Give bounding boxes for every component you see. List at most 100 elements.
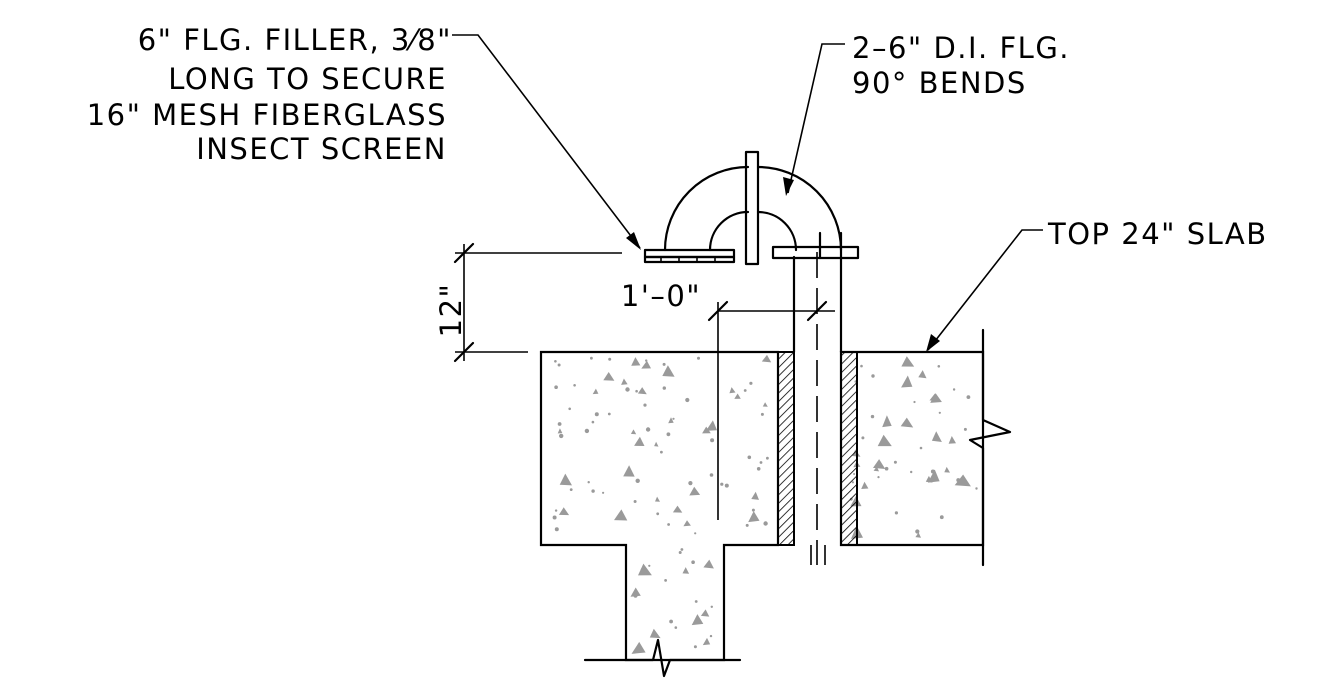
- aggregate-speck: [729, 387, 736, 394]
- aggregate-speck: [925, 475, 933, 483]
- aggregate-speck: [751, 508, 755, 512]
- callout-filler-line4: INSECT SCREEN: [196, 132, 447, 166]
- aggregate-speck: [948, 436, 956, 444]
- aggregate-speck: [694, 600, 698, 603]
- aggregate-speck: [761, 354, 772, 363]
- aggregate-speck: [930, 469, 935, 474]
- aggregate-speck: [666, 432, 671, 437]
- aggregate-speck: [691, 560, 695, 564]
- aggregate-speck: [655, 496, 660, 502]
- aggregate-speck: [557, 422, 562, 426]
- aggregate-speck: [635, 478, 640, 483]
- aggregate-speck: [747, 455, 752, 460]
- callout-filler-fraction: 3⁄8: [391, 23, 437, 57]
- aggregate-speck: [705, 420, 717, 431]
- leader-slab: [926, 229, 1043, 352]
- aggregate-speck: [963, 427, 967, 431]
- aggregate-speck: [901, 356, 915, 367]
- aggregate-speck: [654, 441, 659, 447]
- aggregate-speck: [554, 527, 559, 532]
- leader-filler: [452, 34, 641, 250]
- aggregate-speck: [929, 393, 941, 402]
- aggregate-speck: [683, 520, 691, 527]
- aggregate-speck: [573, 384, 576, 387]
- aggregate-speck: [689, 486, 701, 496]
- aggregate-speck: [621, 378, 628, 385]
- aggregate-speck: [667, 523, 670, 526]
- aggregate-speck: [557, 428, 563, 434]
- aggregate-speck: [672, 417, 675, 420]
- aggregate-speck: [559, 433, 564, 439]
- aggregate-speck: [919, 446, 923, 450]
- aggregate-speck: [641, 360, 651, 369]
- aggregate-speck: [656, 512, 660, 516]
- aggregate-speck: [749, 381, 753, 385]
- aggregate-speck: [584, 428, 590, 434]
- aggregate-speck: [700, 609, 710, 617]
- aggregate-speck: [603, 372, 615, 381]
- aggregate-speck: [674, 626, 678, 629]
- dimension-12in: [453, 242, 622, 363]
- aggregate-speck: [590, 356, 593, 360]
- aggregate-speck: [937, 365, 941, 368]
- aggregate-speck: [634, 436, 645, 446]
- aggregate-speck: [635, 389, 638, 393]
- concrete-slab-right: [839, 350, 985, 547]
- aggregate-speck: [734, 393, 741, 399]
- aggregate-speck: [637, 387, 647, 395]
- aggregate-speck: [748, 511, 760, 523]
- aggregate-speck: [623, 465, 635, 477]
- aggregate-speck: [966, 395, 971, 399]
- aggregate-speck: [877, 476, 880, 479]
- aggregate-speck: [591, 489, 595, 493]
- aggregate-speck: [944, 466, 950, 473]
- callout-bends-line1: 2–6" D.I. FLG.: [852, 31, 1070, 65]
- aggregate-speck: [631, 357, 641, 366]
- aggregate-speck: [860, 364, 863, 368]
- aggregate-speck: [893, 460, 897, 464]
- aggregate-speck: [870, 414, 875, 419]
- aggregate-speck: [763, 521, 768, 526]
- aggregate-speck: [680, 548, 684, 551]
- aggregate-speck: [554, 360, 557, 363]
- aggregate-speck: [709, 634, 713, 638]
- aggregate-speck: [691, 614, 704, 626]
- aggregate-speck: [901, 375, 913, 388]
- break-line-right: [968, 328, 1012, 567]
- aggregate-speck: [682, 567, 690, 574]
- aggregate-speck: [873, 459, 886, 469]
- aggregate-speck: [766, 456, 769, 460]
- aggregate-speck: [745, 523, 749, 527]
- sleeve-wall-left: [777, 351, 795, 546]
- break-line-bottom: [583, 638, 742, 678]
- aggregate-speck: [857, 534, 861, 537]
- aggregate-speck: [645, 427, 651, 432]
- aggregate-speck: [672, 505, 683, 513]
- aggregate-speck: [633, 500, 637, 503]
- aggregate-speck: [709, 473, 714, 477]
- aggregate-speck: [662, 386, 666, 390]
- aggregate-speck: [884, 466, 889, 471]
- concrete-slab-left: [539, 350, 780, 662]
- aggregate-speck: [594, 412, 599, 417]
- aggregate-speck: [861, 481, 869, 489]
- callout-filler-inch: ": [437, 23, 452, 57]
- aggregate-speck: [602, 491, 605, 494]
- callout-filler-line2: LONG TO SECURE: [168, 62, 447, 96]
- aggregate-speck: [762, 402, 768, 407]
- callout-filler-line1: 6" FLG. FILLER,: [138, 23, 391, 57]
- aggregate-speck: [724, 483, 729, 488]
- aggregate-speck: [910, 470, 913, 474]
- aggregate-speck: [882, 415, 892, 428]
- aggregate-speck: [592, 388, 599, 395]
- aggregate-speck: [552, 515, 557, 520]
- aggregate-speck: [669, 619, 673, 624]
- aggregate-speck: [710, 605, 713, 608]
- aggregate-speck: [900, 417, 914, 428]
- aggregate-speck: [625, 387, 630, 392]
- aggregate-speck: [558, 507, 570, 516]
- insect-screen: [643, 255, 736, 264]
- aggregate-speck: [591, 420, 595, 424]
- aggregate-speck: [631, 641, 646, 654]
- aggregate-speck: [720, 482, 724, 486]
